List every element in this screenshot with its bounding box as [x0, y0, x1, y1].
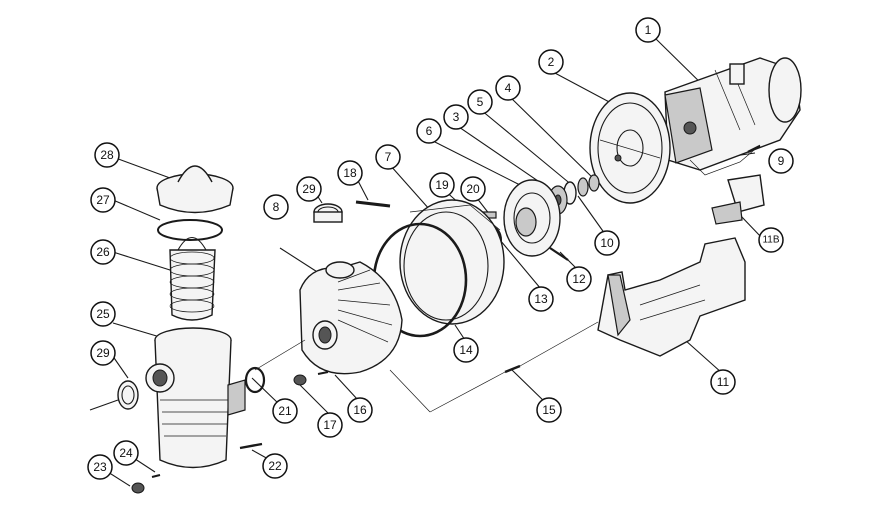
svg-text:11: 11 — [717, 375, 730, 389]
svg-text:11B: 11B — [762, 235, 779, 246]
svg-text:19: 19 — [435, 178, 449, 192]
screw-15 — [504, 364, 521, 374]
svg-text:21: 21 — [278, 404, 292, 418]
screw-12 — [549, 247, 569, 261]
foot-11b — [711, 174, 765, 225]
svg-text:22: 22 — [268, 459, 282, 473]
seal-rings — [563, 174, 600, 205]
callout-15: 15 — [536, 397, 562, 423]
callout-7: 7 — [375, 144, 401, 170]
callout-1: 1 — [635, 17, 661, 43]
svg-text:26: 26 — [96, 245, 110, 259]
diffuser-part — [503, 179, 561, 257]
callout-23: 23 — [87, 454, 113, 480]
pump-housing-part — [299, 261, 403, 375]
callout-25: 25 — [90, 301, 116, 327]
alignment-lines — [254, 321, 599, 413]
housing-ring-part — [399, 199, 505, 325]
svg-text:7: 7 — [385, 150, 392, 164]
svg-text:28: 28 — [100, 148, 114, 162]
svg-text:24: 24 — [119, 446, 133, 460]
callout-17: 17 — [317, 412, 343, 438]
svg-text:1: 1 — [645, 23, 652, 37]
svg-text:15: 15 — [542, 403, 556, 417]
svg-text:6: 6 — [426, 124, 433, 138]
basket-26 — [169, 236, 216, 321]
svg-text:13: 13 — [534, 292, 548, 306]
callout-8: 8 — [263, 194, 289, 220]
callout-29-left: 29 — [90, 340, 116, 366]
callout-16: 16 — [347, 397, 373, 423]
strainer-pot-25 — [145, 327, 246, 469]
callout-22: 22 — [262, 453, 288, 479]
svg-text:29: 29 — [96, 346, 110, 360]
svg-text:17: 17 — [323, 418, 337, 432]
callout-10: 10 — [594, 230, 620, 256]
callout-6: 6 — [416, 118, 442, 144]
svg-text:14: 14 — [459, 343, 473, 357]
svg-text:3: 3 — [453, 110, 460, 124]
motor-part — [664, 57, 802, 176]
svg-text:2: 2 — [548, 55, 555, 69]
svg-text:27: 27 — [96, 193, 110, 207]
callout-12: 12 — [566, 266, 592, 292]
svg-text:16: 16 — [353, 403, 367, 417]
svg-text:25: 25 — [96, 307, 110, 321]
callout-3: 3 — [443, 104, 469, 130]
base-part — [597, 237, 746, 357]
strainer-lid-28 — [156, 165, 234, 214]
screw-22 — [239, 442, 263, 450]
drain-plug-23-24 — [131, 474, 161, 494]
callout-19: 19 — [429, 172, 455, 198]
svg-text:10: 10 — [600, 236, 614, 250]
svg-text:12: 12 — [572, 272, 586, 286]
callout-13: 13 — [528, 286, 554, 312]
callout-26: 26 — [90, 239, 116, 265]
callout-27: 27 — [90, 187, 116, 213]
oring-21 — [244, 366, 266, 394]
callout-11: 11 — [710, 369, 736, 395]
svg-text:23: 23 — [93, 460, 107, 474]
svg-text:20: 20 — [466, 182, 480, 196]
callout-20: 20 — [460, 176, 486, 202]
seal-plate-part — [589, 92, 671, 204]
svg-text:5: 5 — [477, 95, 484, 109]
svg-text:29: 29 — [302, 182, 316, 196]
fitting-29-top — [313, 203, 343, 223]
svg-text:18: 18 — [343, 166, 357, 180]
screw-9 — [747, 144, 761, 154]
callout-29-top: 29 — [296, 176, 322, 202]
callout-4: 4 — [495, 75, 521, 101]
drain-plug — [293, 371, 329, 386]
callout-21: 21 — [272, 398, 298, 424]
callout-28: 28 — [94, 142, 120, 168]
callout-11b: 11B — [758, 227, 784, 253]
svg-text:9: 9 — [778, 154, 785, 168]
svg-text:8: 8 — [273, 200, 280, 214]
lid-oring-27 — [157, 219, 223, 241]
svg-text:4: 4 — [505, 81, 512, 95]
callout-2: 2 — [538, 49, 564, 75]
fitting-29-left — [89, 380, 139, 411]
callout-24: 24 — [113, 440, 139, 466]
callout-14: 14 — [453, 337, 479, 363]
callout-18: 18 — [337, 160, 363, 186]
callout-9: 9 — [768, 148, 794, 174]
callout-5: 5 — [467, 89, 493, 115]
